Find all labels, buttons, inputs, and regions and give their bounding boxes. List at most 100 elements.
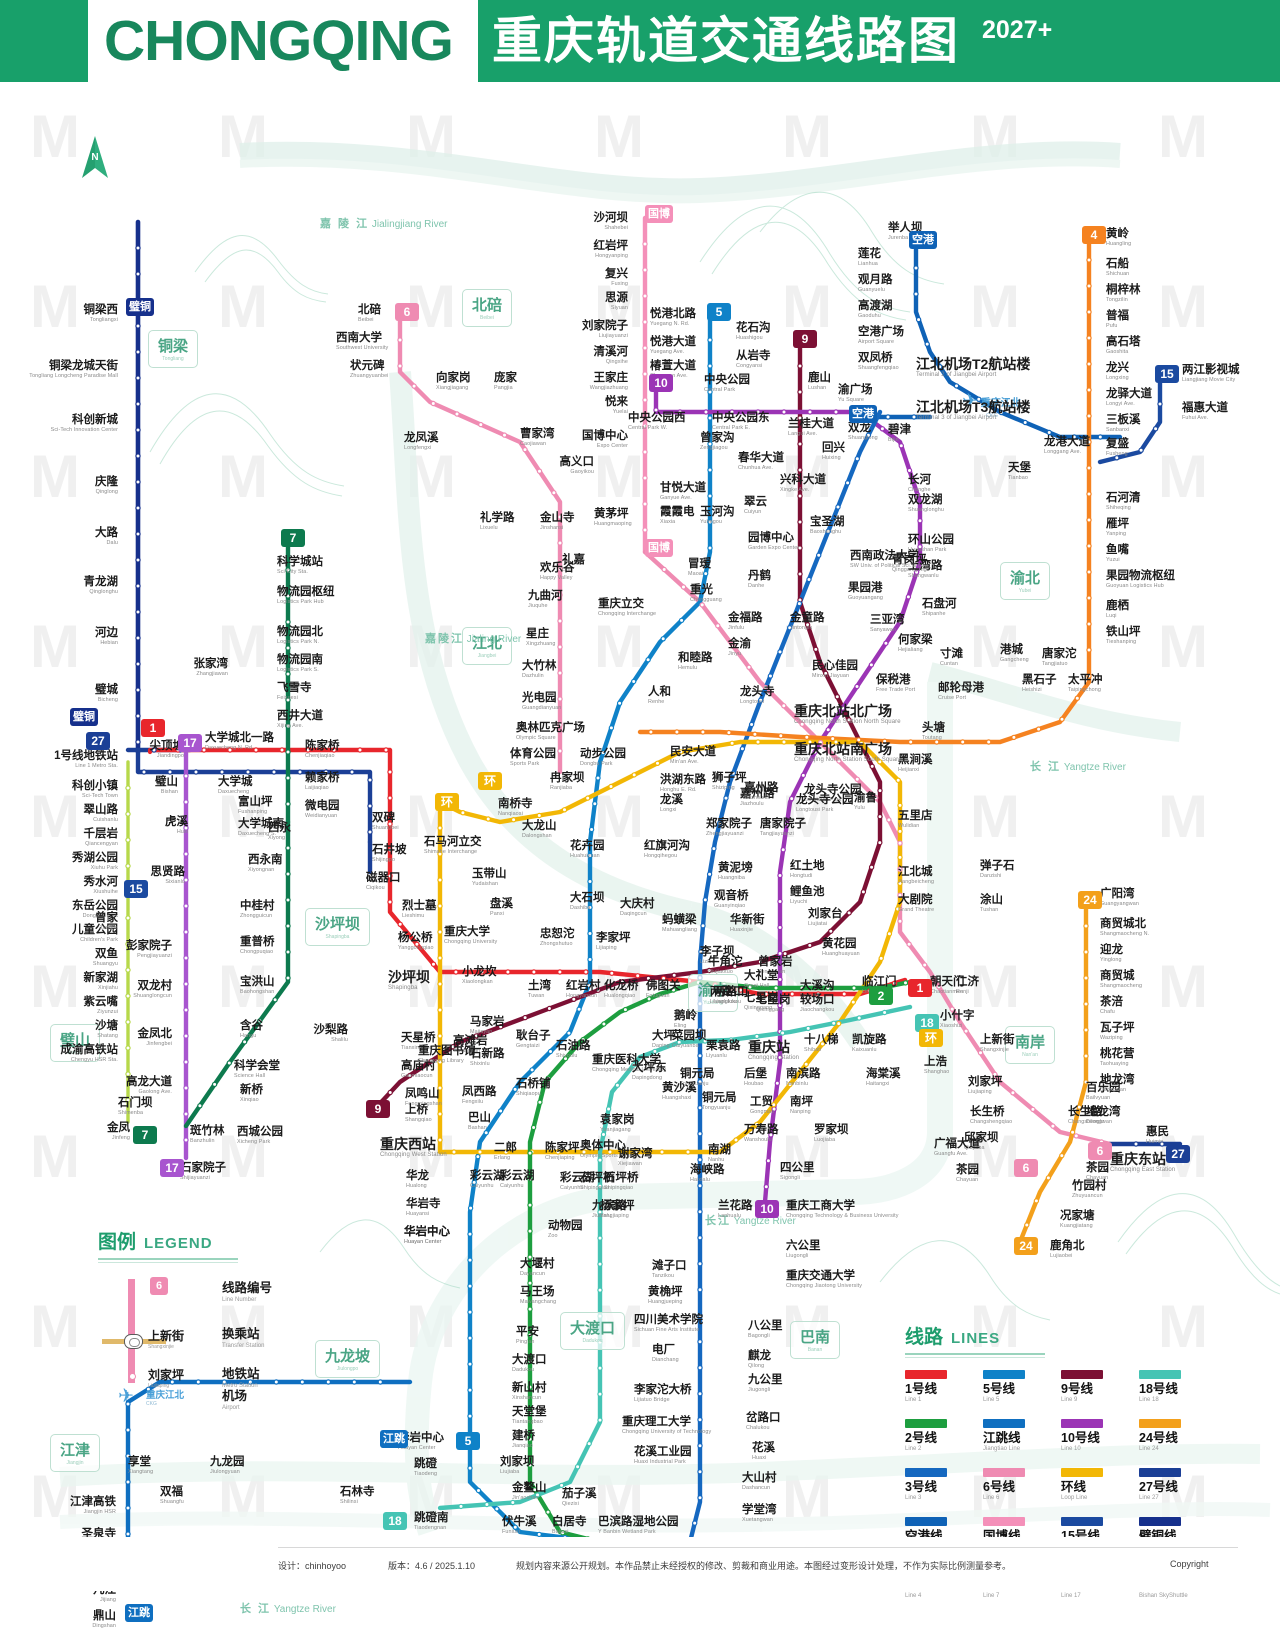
station-dot[interactable] bbox=[584, 970, 588, 974]
station-dot[interactable] bbox=[588, 879, 592, 883]
station-dot[interactable] bbox=[643, 372, 647, 376]
line-badge-17[interactable]: 17 bbox=[178, 734, 202, 752]
station-dot[interactable] bbox=[273, 998, 277, 1002]
station-dot[interactable] bbox=[476, 1488, 480, 1492]
station-dot[interactable] bbox=[528, 1307, 532, 1311]
station-dot[interactable] bbox=[618, 701, 622, 705]
station-dot[interactable] bbox=[708, 468, 712, 472]
station-dot[interactable] bbox=[468, 1310, 472, 1314]
line-badge-1[interactable]: 1 bbox=[908, 979, 932, 997]
station-dot[interactable] bbox=[532, 1125, 536, 1129]
station-dot[interactable] bbox=[727, 731, 731, 735]
station-dot[interactable] bbox=[587, 1442, 591, 1446]
station-dot[interactable] bbox=[560, 1483, 564, 1487]
station-dot[interactable] bbox=[438, 904, 442, 908]
station-dot[interactable] bbox=[917, 318, 921, 322]
station-dot[interactable] bbox=[906, 595, 910, 599]
station-dot[interactable] bbox=[213, 1082, 217, 1086]
station-dot[interactable] bbox=[280, 748, 284, 752]
station-dot[interactable] bbox=[523, 448, 527, 452]
station-dot[interactable] bbox=[528, 1229, 532, 1233]
station-dot[interactable] bbox=[1084, 976, 1088, 980]
station-dot[interactable] bbox=[136, 714, 140, 718]
station-dot[interactable] bbox=[136, 454, 140, 458]
station-dot[interactable] bbox=[857, 1016, 861, 1020]
station-dot[interactable] bbox=[136, 688, 140, 692]
station-dot[interactable] bbox=[779, 734, 783, 738]
line-badge-18[interactable]: 18 bbox=[383, 1512, 407, 1530]
station-dot[interactable] bbox=[136, 324, 140, 328]
station-dot[interactable] bbox=[558, 749, 562, 753]
station-dot[interactable] bbox=[184, 1060, 188, 1064]
station-dot[interactable] bbox=[590, 827, 594, 831]
station-dot[interactable] bbox=[537, 813, 541, 817]
station-dot[interactable] bbox=[558, 541, 562, 545]
station-dot[interactable] bbox=[596, 776, 600, 780]
station-dot[interactable] bbox=[878, 789, 882, 793]
station-dot[interactable] bbox=[655, 761, 659, 765]
station-dot[interactable] bbox=[454, 970, 458, 974]
station-dot[interactable] bbox=[698, 1054, 702, 1058]
station-dot[interactable] bbox=[903, 981, 907, 985]
station-dot[interactable] bbox=[869, 663, 873, 667]
station-dot[interactable] bbox=[1087, 258, 1091, 262]
station-dot[interactable] bbox=[1087, 388, 1091, 392]
station-dot[interactable] bbox=[987, 740, 991, 744]
station-dot[interactable] bbox=[615, 1083, 619, 1087]
station-dot[interactable] bbox=[698, 1210, 702, 1214]
station-dot[interactable] bbox=[632, 773, 636, 777]
station-dot[interactable] bbox=[484, 1131, 488, 1135]
station-dot[interactable] bbox=[602, 1022, 606, 1026]
station-dot[interactable] bbox=[286, 750, 290, 754]
station-dot[interactable] bbox=[388, 900, 392, 904]
station-dot[interactable] bbox=[126, 1020, 130, 1024]
station-dot[interactable] bbox=[378, 1380, 382, 1384]
